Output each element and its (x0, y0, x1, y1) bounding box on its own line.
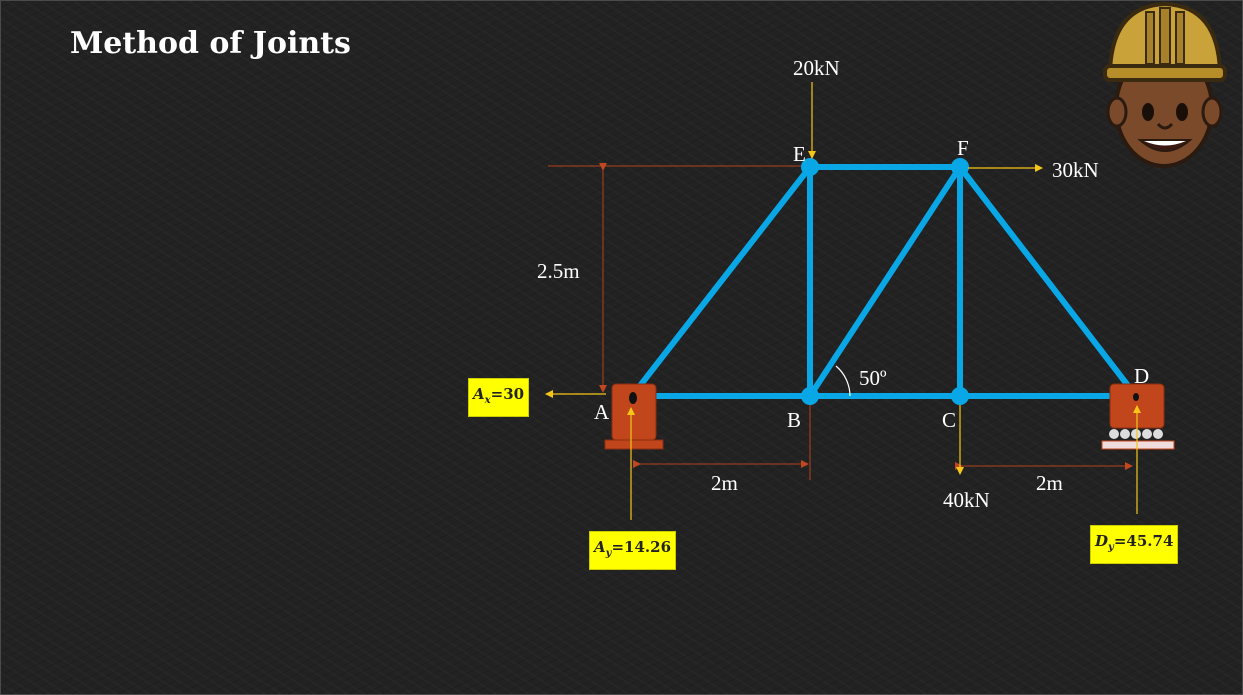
reaction-ay-sub: y (605, 548, 612, 559)
right-span-label: 2m (1036, 471, 1063, 495)
height-dimension-label: 2.5m (537, 259, 580, 283)
load-label-bottom: 40kN (943, 488, 990, 512)
reaction-box-ax: Ax=30 (468, 378, 530, 417)
joint-e (801, 158, 819, 176)
joint-label-d: D (1134, 364, 1150, 388)
joint-b (801, 387, 819, 405)
joint-label-e: E (793, 142, 806, 166)
reaction-ax-sub: x (484, 395, 491, 406)
joint-label-a: A (594, 400, 610, 424)
left-span-label: 2m (711, 471, 738, 495)
member-bf (807, 164, 963, 399)
joint-label-b: B (787, 408, 802, 432)
truss-members (629, 164, 1139, 399)
joint-label-c: C (942, 408, 957, 432)
reaction-dy-sub: y (1108, 542, 1114, 553)
roller-support-d (1101, 383, 1175, 450)
reaction-dy-symbol: D (1095, 532, 1109, 550)
reaction-ay-value: 14.26 (624, 538, 672, 556)
joint-label-f: F (957, 136, 969, 160)
reaction-box-dy: Dy=45.74 (1090, 525, 1179, 564)
reaction-ax-value: 30 (503, 385, 525, 403)
member-fd (957, 164, 1139, 399)
pin-support-a (604, 383, 664, 450)
slide-title: Method of Joints (70, 26, 351, 61)
reaction-box-ay: Ay=14.26 (589, 531, 677, 570)
engineer-avatar-icon (1103, 1, 1227, 168)
joint-c (951, 387, 969, 405)
reaction-ax-symbol: A (473, 385, 485, 403)
load-label-right: 30kN (1052, 158, 1099, 182)
member-ae (629, 164, 813, 399)
angle-arc (835, 365, 851, 397)
reaction-ay-symbol: A (594, 538, 606, 556)
joint-f (951, 158, 969, 176)
reaction-dy-value: 45.74 (1126, 532, 1174, 550)
load-label-top: 20kN (793, 56, 840, 80)
angle-label: 50º (859, 366, 887, 390)
